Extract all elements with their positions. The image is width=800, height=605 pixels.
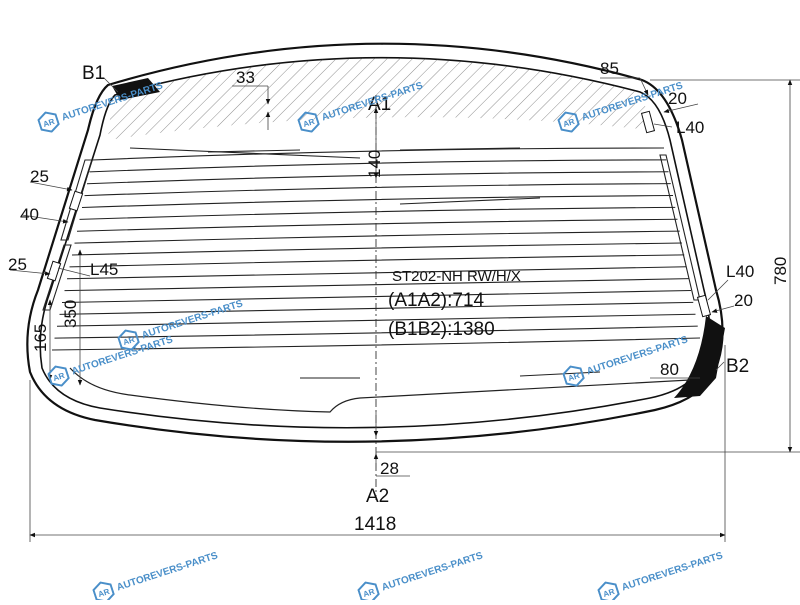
label-b2: B2 bbox=[726, 356, 749, 377]
ar-logo-icon bbox=[45, 362, 72, 390]
dim-350: 350 bbox=[61, 300, 80, 328]
heating-line bbox=[51, 337, 701, 351]
heating-segment bbox=[207, 149, 301, 153]
dim-780: 780 bbox=[771, 257, 790, 285]
ar-logo-icon bbox=[560, 362, 587, 390]
part-code: ST202-NH RW/H/X bbox=[392, 268, 521, 285]
dim-a1a2: (A1A2):714 bbox=[388, 290, 485, 311]
watermark: AUTOREVERS-PARTS bbox=[355, 550, 485, 605]
label-a2: A2 bbox=[366, 486, 389, 507]
heating-line bbox=[66, 266, 687, 280]
watermark: AUTOREVERS-PARTS bbox=[560, 334, 690, 390]
ar-logo-icon bbox=[595, 578, 622, 605]
heating-line bbox=[69, 254, 685, 268]
dim-40: 40 bbox=[20, 205, 39, 224]
dim-l40-top: L40 bbox=[676, 118, 704, 137]
dimension-lines bbox=[9, 77, 800, 542]
watermark-text: AUTOREVERS-PARTS bbox=[620, 550, 724, 593]
label-a1: A1 bbox=[368, 94, 391, 115]
heating-line bbox=[76, 218, 678, 232]
heating-segment bbox=[399, 197, 541, 205]
label-b1: B1 bbox=[82, 63, 105, 84]
corner-mark-b1 bbox=[112, 78, 160, 100]
heating-line bbox=[81, 194, 674, 209]
dim-20-right: 20 bbox=[734, 291, 753, 310]
heating-segment bbox=[399, 147, 521, 151]
watermark-text: AUTOREVERS-PARTS bbox=[380, 550, 484, 593]
heating-segment bbox=[129, 147, 361, 159]
watermark-text: AUTOREVERS-PARTS bbox=[115, 550, 219, 593]
glass-outer-edge bbox=[26, 42, 724, 443]
heating-line bbox=[84, 183, 671, 197]
dim-20-top: 20 bbox=[668, 89, 687, 108]
connector-terminals bbox=[46, 110, 712, 318]
dim-85: 85 bbox=[600, 59, 619, 78]
ar-logo-icon bbox=[90, 578, 117, 605]
watermark: AUTOREVERS-PARTS bbox=[90, 550, 220, 605]
dim-1418: 1418 bbox=[354, 514, 396, 535]
dim-80: 80 bbox=[660, 360, 679, 379]
hatched-band bbox=[108, 57, 650, 140]
dim-b1b2: (B1B2):1380 bbox=[388, 319, 495, 340]
watermark: AUTOREVERS-PARTS bbox=[595, 550, 725, 605]
heating-line bbox=[54, 325, 698, 339]
dim-25-b: 25 bbox=[8, 255, 27, 274]
ar-logo-icon bbox=[35, 108, 62, 136]
dim-165: 165 bbox=[31, 324, 50, 352]
heating-line bbox=[64, 278, 689, 292]
heating-line bbox=[79, 206, 676, 220]
dim-25-a: 25 bbox=[30, 167, 49, 186]
heating-segment bbox=[519, 371, 601, 377]
dim-l45: L45 bbox=[90, 260, 118, 279]
heating-line bbox=[71, 242, 683, 256]
ar-logo-icon bbox=[355, 578, 382, 605]
dim-l40-right: L40 bbox=[726, 262, 754, 281]
dim-28: 28 bbox=[380, 459, 399, 478]
corner-mark-b2 bbox=[674, 316, 725, 398]
heating-line bbox=[61, 289, 692, 304]
heater-bottom-outline bbox=[69, 367, 691, 413]
heating-line bbox=[74, 230, 680, 244]
dim-33: 33 bbox=[236, 68, 255, 87]
dim-140: 140 bbox=[365, 150, 384, 178]
